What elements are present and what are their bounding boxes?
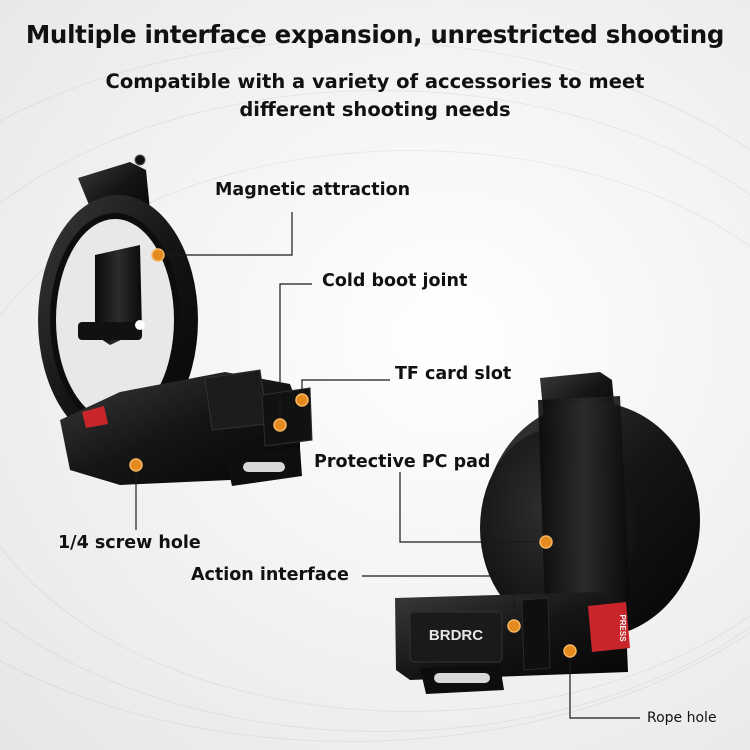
brand-plate: [409, 611, 503, 663]
action-slot: [521, 597, 551, 671]
marker-cold-boot: [273, 418, 287, 432]
cold-shoe-block: [204, 369, 269, 431]
upright-body: [538, 396, 630, 606]
left-mount: [38, 154, 313, 486]
inner-clip: [95, 245, 142, 345]
clip-dot: [135, 320, 145, 330]
press-button-text: PRESS: [618, 614, 627, 642]
label-screw-hole: 1/4 screw hole: [58, 533, 201, 553]
line-cold-boot: [279, 283, 312, 425]
line-action: [362, 575, 515, 624]
background-swirl: [0, 40, 750, 742]
subtitle-line-2: different shooting needs: [239, 98, 511, 121]
label-action-interface: Action interface: [191, 565, 349, 585]
marker-pc-pad: [539, 535, 553, 549]
label-magnetic-attraction: Magnetic attraction: [215, 180, 411, 200]
brand-logo-text: BRDRC: [429, 627, 483, 644]
subtitle-line-1: Compatible with a variety of accessories…: [105, 70, 645, 93]
marker-magnetic: [151, 248, 165, 262]
red-release-button: [82, 406, 108, 428]
press-button: [588, 602, 630, 652]
line-rope-hole: [569, 651, 640, 719]
markers: [129, 248, 577, 658]
pin: [134, 154, 146, 166]
clip-bar: [78, 322, 142, 340]
background-swirl: [0, 90, 750, 732]
rope-slot: [434, 673, 490, 683]
right-mount: [395, 372, 700, 694]
rope-slot: [243, 462, 285, 472]
label-rope-hole: Rope hole: [647, 710, 717, 726]
marker-screw-hole: [129, 458, 143, 472]
marker-tf-card: [295, 393, 309, 407]
marker-rope-hole: [563, 644, 577, 658]
line-pc-pad: [399, 472, 546, 543]
marker-action: [507, 619, 521, 633]
line-magnetic: [158, 212, 293, 256]
label-cold-boot-joint: Cold boot joint: [322, 271, 468, 291]
headline: Multiple interface expansion, unrestrict…: [25, 20, 725, 49]
label-protective-pc-pad: Protective PC pad: [314, 452, 491, 472]
label-tf-card-slot: TF card slot: [395, 364, 512, 384]
line-tf-card: [301, 379, 390, 400]
